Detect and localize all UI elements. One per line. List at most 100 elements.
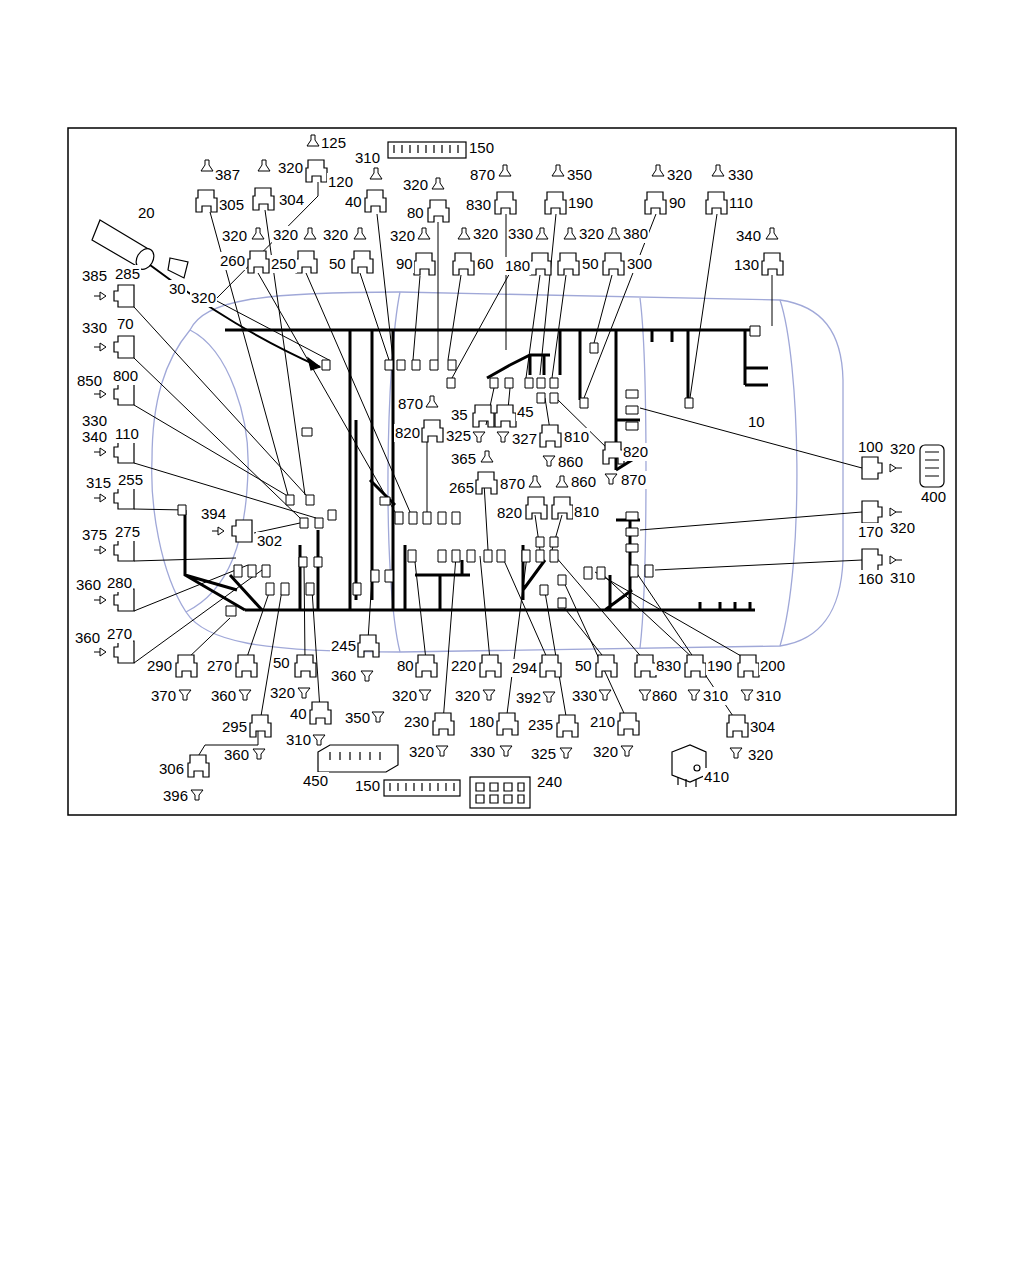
callout-number: 110 [114,425,140,443]
callout-number: 255 [117,471,144,489]
callout-number: 320 [277,159,304,177]
callout-number: 320 [889,440,916,458]
callout-number: 860 [651,687,678,705]
callout-number: 320 [592,743,619,761]
callout-number: 860 [570,473,597,491]
callout-number: 320 [389,227,416,245]
callout-number: 10 [747,413,766,431]
callout-number: 360 [330,667,357,685]
callout-number: 270 [206,657,233,675]
callout-number: 280 [106,574,133,592]
callout-number: 100 [857,438,884,456]
callout-number: 325 [445,427,472,445]
callout-number: 170 [857,523,884,541]
callout-number: 70 [116,315,135,333]
callout-number: 375 [81,526,108,544]
callout-number: 360 [75,576,102,594]
callout-number: 125 [320,134,347,152]
callout-number: 150 [468,139,495,157]
callout-number: 370 [150,687,177,705]
callout-number: 30 [168,280,187,298]
callout-number: 20 [137,204,156,222]
leader-lines [134,182,862,758]
callout-number: 210 [589,713,616,731]
vehicle-outline [152,292,843,652]
callout-number: 315 [85,474,112,492]
callout-number: 330 [727,166,754,184]
callout-number: 330 [507,225,534,243]
callout-number: 150 [354,777,381,795]
callout-number: 320 [578,225,605,243]
callout-number: 320 [221,227,248,245]
callout-number: 327 [511,430,538,448]
callout-number: 270 [106,625,133,643]
callout-number: 392 [515,689,542,707]
callout-number: 330 [81,319,108,337]
callout-number: 320 [269,684,296,702]
callout-number: 60 [476,255,495,273]
callout-number: 320 [322,226,349,244]
callout-number: 180 [504,257,531,275]
callout-number: 320 [472,225,499,243]
callout-number: 305 [218,196,245,214]
callout-number: 870 [499,475,526,493]
callout-number: 275 [114,523,141,541]
callout-number: 160 [857,570,884,588]
callout-number: 820 [496,504,523,522]
callout-number: 304 [749,718,776,736]
callout-number: 810 [573,503,600,521]
callout-number: 220 [450,657,477,675]
callout-number: 360 [74,629,101,647]
callout-number: 400 [920,488,947,506]
callout-number: 820 [622,443,649,461]
callout-number: 110 [728,194,754,212]
callout-number: 310 [702,687,729,705]
callout-number: 250 [270,255,297,273]
callout-number: 180 [468,713,495,731]
callout-number: 302 [256,532,283,550]
callout-number: 810 [563,428,590,446]
callout-number: 245 [330,637,357,655]
callout-number: 330 [571,687,598,705]
callout-number: 50 [574,657,593,675]
callout-number: 850 [76,372,103,390]
frame [68,128,956,815]
callout-number: 290 [146,657,173,675]
callout-number: 230 [403,713,430,731]
callout-number: 45 [516,403,535,421]
callout-number: 450 [302,772,329,790]
callout-number: 285 [114,265,141,283]
callout-number: 340 [81,428,108,446]
callout-number: 265 [448,479,475,497]
callout-number: 325 [530,745,557,763]
callout-number: 360 [210,687,237,705]
callout-number: 320 [408,743,435,761]
callout-number: 860 [557,453,584,471]
terminal-pins [179,432,753,800]
callout-number: 380 [622,225,649,243]
callout-number: 360 [223,746,250,764]
callout-number: 80 [396,657,415,675]
connector-housings [94,160,902,777]
callout-number: 306 [158,760,185,778]
callout-number: 295 [221,718,248,736]
callout-number: 365 [450,450,477,468]
callout-number: 870 [620,471,647,489]
harness-trunk [185,330,768,610]
callout-number: 340 [735,227,762,245]
callout-number: 190 [706,657,733,675]
callout-number: 260 [219,252,246,270]
callout-number: 385 [81,267,108,285]
callout-number: 40 [344,193,363,211]
callout-number: 240 [536,773,563,791]
callout-number: 235 [527,716,554,734]
callout-number: 310 [285,731,312,749]
callout-number: 350 [344,709,371,727]
callout-number: 130 [733,256,760,274]
callout-number: 90 [395,255,414,273]
callout-number: 320 [190,289,217,307]
component-pictures [92,142,944,808]
callout-number: 40 [289,705,308,723]
